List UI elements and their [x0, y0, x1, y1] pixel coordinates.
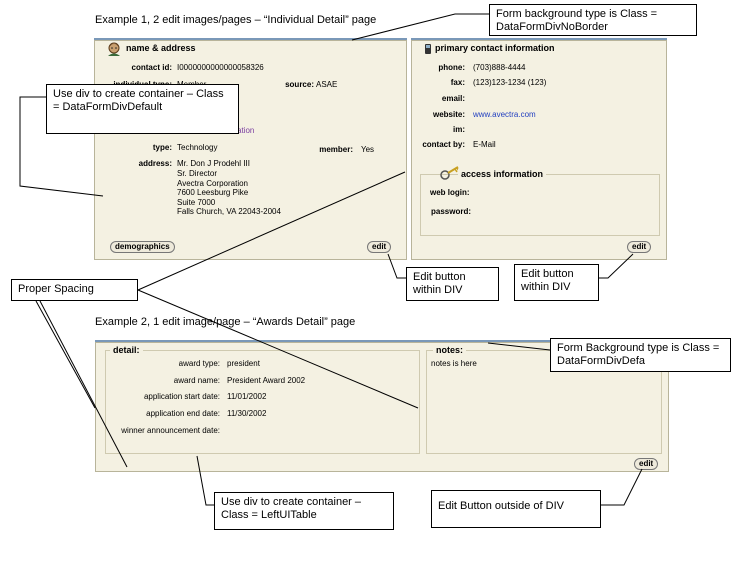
source-value: ASAE	[316, 80, 338, 89]
fax-label: fax:	[450, 78, 465, 87]
keys-icon	[440, 166, 460, 180]
award-type-value: president	[227, 359, 260, 368]
detail-fieldset	[105, 350, 420, 454]
primary-contact-legend: primary contact information	[432, 43, 558, 53]
callout-proper-spacing: Proper Spacing	[11, 279, 138, 301]
type-value: Technology	[177, 143, 218, 152]
callout-edit-within-1: Edit button within DIV	[406, 267, 499, 301]
address-line: 7600 Leesburg Pike	[177, 188, 249, 197]
im-label: im:	[453, 125, 465, 134]
connector-line	[35, 300, 96, 409]
app-start-value: 11/01/2002	[227, 392, 267, 401]
access-info-fieldset	[420, 174, 660, 236]
award-type-label: award type:	[178, 359, 220, 368]
app-end-value: 11/30/2002	[227, 409, 267, 418]
source-label: source:	[285, 80, 314, 89]
callout-form-bg-default: Form Background type is Class = DataForm…	[550, 338, 731, 372]
app-start-label: application start date:	[143, 392, 220, 401]
edit-button[interactable]: edit	[634, 458, 659, 470]
address-line: Suite 7000	[177, 198, 216, 207]
address-line: Mr. Don J Prodehl III	[177, 159, 250, 168]
callout-form-bg-noborder: Form background type is Class = DataForm…	[489, 4, 697, 36]
name-address-topline	[94, 38, 407, 40]
callout-div-default: Use div to create container – Class = Da…	[46, 84, 239, 134]
notes-legend: notes:	[433, 345, 466, 355]
notes-text: notes is here	[431, 359, 477, 368]
phone-icon	[425, 44, 431, 54]
name-address-panel: name & address contact id: I000000000000…	[94, 40, 407, 260]
access-info-legend: access information	[458, 169, 547, 179]
member-label: member:	[319, 145, 353, 154]
phone-label: phone:	[438, 63, 465, 72]
phone-value: (703)888-4444	[473, 63, 526, 72]
primary-contact-panel: primary contact information phone: (703)…	[411, 40, 667, 260]
award-name-label: award name:	[173, 376, 220, 385]
website-link[interactable]: www.avectra.com	[473, 110, 536, 119]
detail-legend: detail:	[110, 345, 143, 355]
address-label: address:	[138, 159, 172, 168]
partial-value: ation	[237, 126, 255, 135]
notes-fieldset	[426, 350, 662, 454]
type-label: type:	[152, 143, 172, 152]
name-address-legend: name & address	[123, 43, 199, 53]
example1-title: Example 1, 2 edit images/pages – “Indivi…	[95, 14, 377, 26]
callout-edit-outside: Edit Button outside of DIV	[431, 490, 601, 528]
demographics-button[interactable]: demographics	[110, 241, 175, 253]
address-line: Falls Church, VA 22043-2004	[177, 207, 281, 216]
contact-id-label: contact id:	[131, 63, 172, 72]
callout-edit-within-2: Edit button within DIV	[514, 264, 599, 301]
example2-title: Example 2, 1 edit image/page – “Awards D…	[95, 316, 356, 328]
email-label: email:	[441, 94, 465, 103]
fax-value: (123)123-1234 (123)	[473, 78, 547, 87]
edit-button[interactable]: edit	[627, 241, 652, 253]
connector-line	[601, 468, 643, 506]
edit-button[interactable]: edit	[367, 241, 392, 253]
winner-label: winner announcement date:	[121, 426, 220, 435]
contact-id-value: I0000000000000058326	[177, 63, 264, 72]
app-end-label: application end date:	[146, 409, 220, 418]
website-label: website:	[432, 110, 465, 119]
callout-left-ui-table: Use div to create container – Class = Le…	[214, 492, 394, 530]
person-icon	[108, 42, 120, 56]
address-line: Sr. Director	[177, 169, 218, 178]
contact-by-value: E-Mail	[473, 140, 496, 149]
address-line: Avectra Corporation	[177, 179, 248, 188]
award-name-value: President Award 2002	[227, 376, 306, 385]
primary-contact-topline	[411, 38, 667, 40]
password-label: password:	[431, 207, 472, 216]
contact-by-label: contact by:	[422, 140, 465, 149]
web-login-label: web login:	[430, 188, 470, 197]
member-value: Yes	[361, 145, 375, 154]
